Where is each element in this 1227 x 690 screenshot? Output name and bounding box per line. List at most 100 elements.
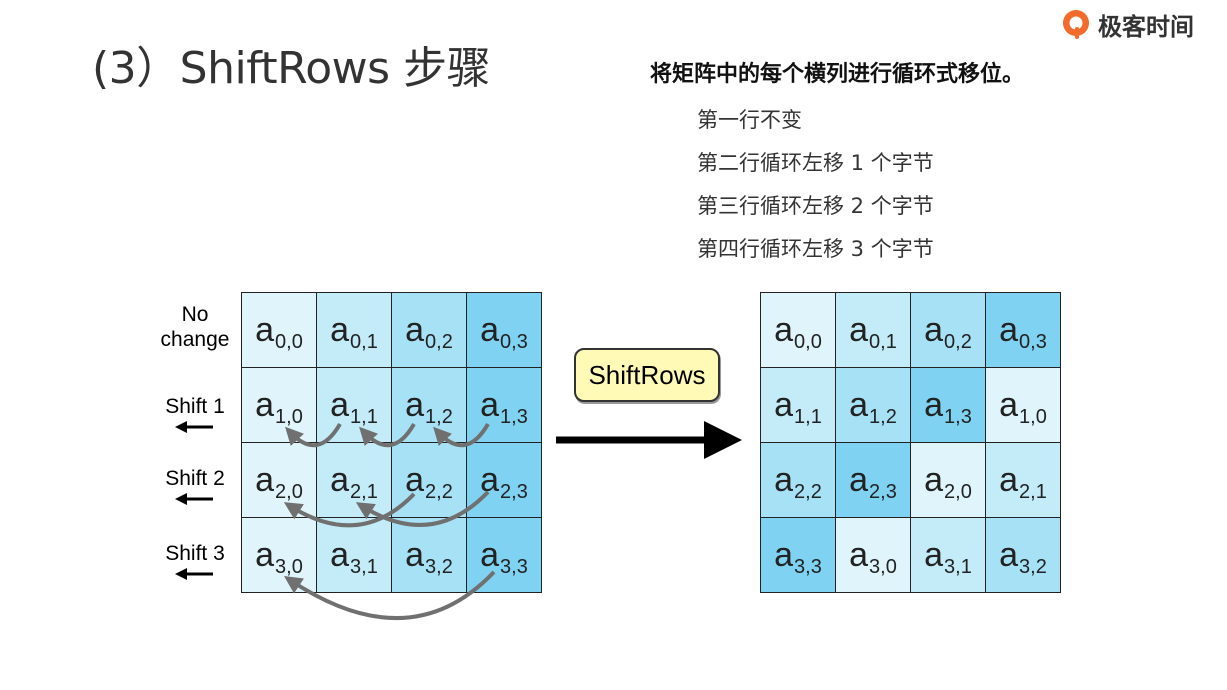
cell-subscript: 2,2: [425, 480, 453, 503]
cell-subscript: 0,0: [275, 330, 303, 353]
cell-symbol: a: [480, 461, 500, 499]
row-label-text: Shift 1: [165, 395, 225, 418]
cell-subscript: 1,0: [275, 405, 303, 428]
cell-symbol: a: [405, 536, 425, 574]
description-item: 第一行不变: [697, 108, 802, 132]
cell-subscript: 0,3: [500, 330, 528, 353]
logo-text: 极客时间: [1098, 12, 1194, 41]
cell-subscript: 0,3: [1019, 330, 1047, 353]
left-arrow-icon: [175, 421, 213, 433]
cell-symbol: a: [255, 536, 275, 574]
cell-subscript: 0,1: [350, 330, 378, 353]
row-label: Shift 2: [140, 466, 250, 505]
description-list: 第一行不变 第二行循环左移 1 个字节 第三行循环左移 2 个字节 第四行循环左…: [697, 104, 934, 276]
description-item: 第三行循环左移 2 个字节: [697, 194, 934, 218]
cell-subscript: 2,1: [350, 480, 378, 503]
cell-subscript: 1,1: [350, 405, 378, 428]
brand-logo: 极客时间: [1060, 6, 1194, 42]
left-arrow-icon: [175, 493, 213, 505]
cell-subscript: 2,3: [500, 480, 528, 503]
cell-symbol: a: [924, 311, 944, 349]
cell-symbol: a: [999, 536, 1019, 574]
cell-subscript: 2,2: [794, 480, 822, 503]
row-label-text: change: [160, 328, 230, 351]
cell-subscript: 2,0: [275, 480, 303, 503]
description-heading: 将矩阵中的每个横列进行循环式移位。: [650, 62, 1025, 87]
cell-subscript: 3,2: [425, 555, 453, 578]
row-label-text: Shift 3: [165, 542, 225, 565]
cell-subscript: 1,2: [869, 405, 897, 428]
cell-subscript: 3,2: [1019, 555, 1047, 578]
cell-symbol: a: [774, 461, 794, 499]
cell-symbol: a: [999, 311, 1019, 349]
page-title: (3）ShiftRows 步骤: [92, 43, 491, 94]
cell-subscript: 3,1: [944, 555, 972, 578]
row-label: Shift 3: [140, 541, 250, 580]
cell-symbol: a: [255, 311, 275, 349]
cell-symbol: a: [255, 461, 275, 499]
cell-subscript: 3,0: [869, 555, 897, 578]
cell-subscript: 2,3: [869, 480, 897, 503]
cell-subscript: 1,3: [500, 405, 528, 428]
cell-symbol: a: [480, 386, 500, 424]
cell-symbol: a: [774, 536, 794, 574]
cell-symbol: a: [999, 461, 1019, 499]
cell-symbol: a: [480, 311, 500, 349]
cell-symbol: a: [405, 311, 425, 349]
cell-symbol: a: [330, 311, 350, 349]
cell-symbol: a: [924, 536, 944, 574]
cell-symbol: a: [330, 536, 350, 574]
cell-subscript: 2,0: [944, 480, 972, 503]
shiftrows-label-box: ShiftRows: [574, 348, 720, 402]
big-arrow: [556, 421, 742, 459]
cell-subscript: 0,2: [944, 330, 972, 353]
cell-symbol: a: [330, 461, 350, 499]
cell-symbol: a: [330, 386, 350, 424]
cell-subscript: 0,0: [794, 330, 822, 353]
left-arrow-icon: [175, 568, 213, 580]
description-item: 第二行循环左移 1 个字节: [697, 151, 934, 175]
cell-symbol: a: [999, 386, 1019, 424]
cell-subscript: 1,2: [425, 405, 453, 428]
cell-subscript: 1,3: [944, 405, 972, 428]
cell-symbol: a: [405, 386, 425, 424]
cell-subscript: 3,1: [350, 555, 378, 578]
cell-symbol: a: [774, 311, 794, 349]
row-label-text: Shift 2: [165, 467, 225, 490]
cell-symbol: a: [480, 536, 500, 574]
cell-symbol: a: [924, 461, 944, 499]
cell-symbol: a: [849, 311, 869, 349]
cell-symbol: a: [405, 461, 425, 499]
geektime-logo-icon: [1063, 10, 1089, 39]
cell-symbol: a: [849, 536, 869, 574]
row-label: Shift 1: [140, 394, 250, 433]
row-label-text: No: [181, 303, 209, 326]
cell-subscript: 3,3: [500, 555, 528, 578]
cell-subscript: 1,1: [794, 405, 822, 428]
